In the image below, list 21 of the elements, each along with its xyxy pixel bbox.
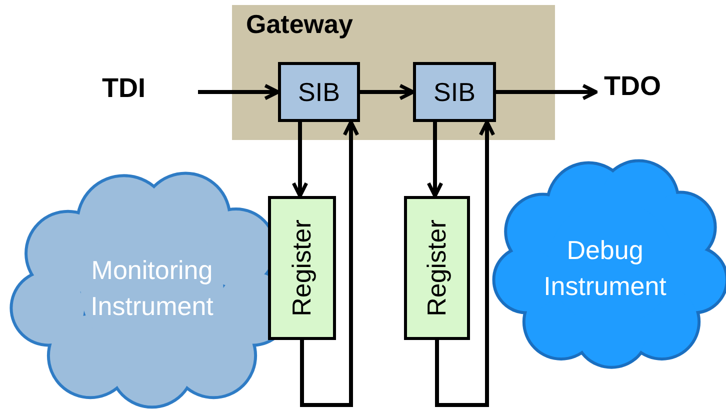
arrow	[300, 120, 360, 407]
gateway-panel	[232, 5, 555, 140]
arrow	[360, 84, 415, 100]
panel-heading: Gateway	[246, 9, 353, 40]
sib-box	[413, 62, 496, 122]
register-box	[404, 196, 470, 340]
arrow	[198, 84, 280, 100]
cloud-label: Monitoring Instrument	[90, 254, 214, 323]
register-box	[268, 196, 336, 340]
box-label: SIB	[434, 76, 476, 108]
sib-box	[278, 62, 360, 122]
cloud-label: Debug Instrument	[542, 234, 668, 303]
terminal-label: TDO	[604, 71, 661, 102]
arrow	[426, 122, 444, 198]
arrow	[496, 84, 598, 100]
arrow	[435, 120, 496, 407]
box-label: Register	[286, 220, 318, 316]
terminal-label: TDI	[102, 73, 146, 104]
arrow	[292, 122, 308, 198]
box-label: SIB	[298, 76, 340, 108]
box-label: Register	[422, 220, 452, 316]
